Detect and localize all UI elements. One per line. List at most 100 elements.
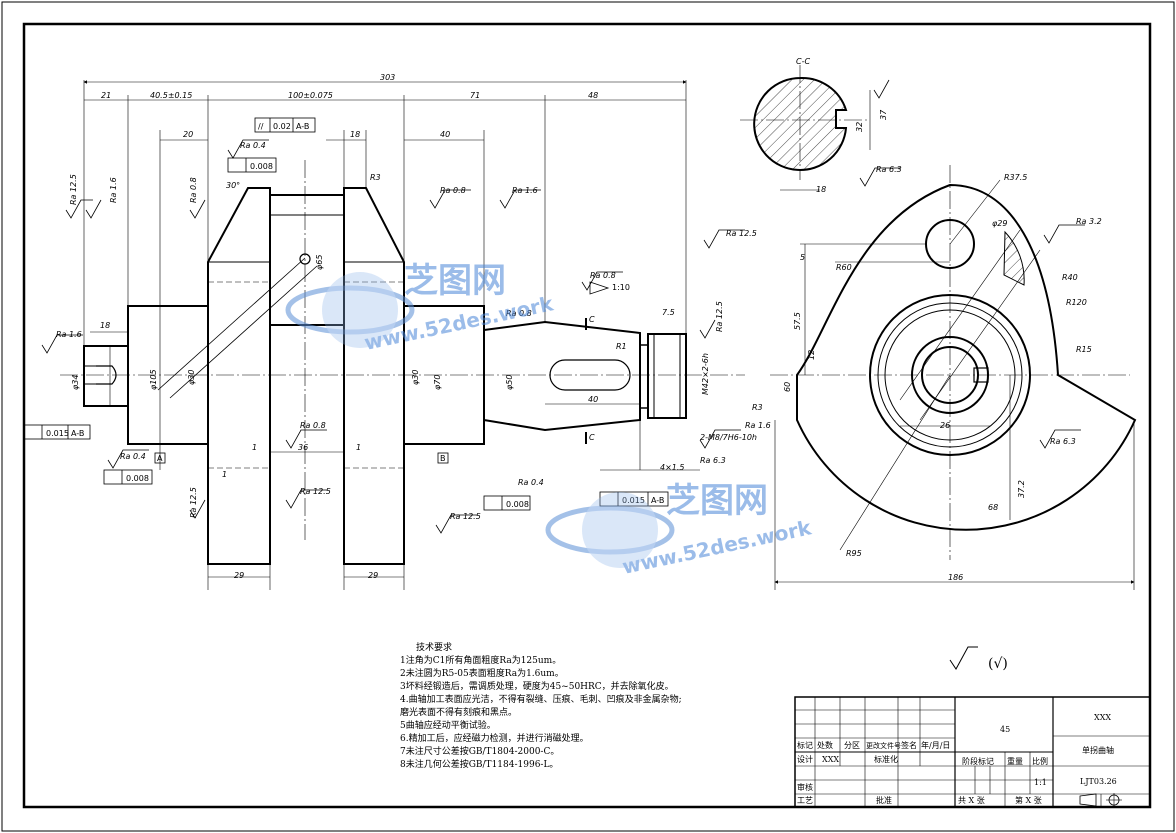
tech-line-7: 7未注尺寸公差按GB/T1804-2000-C。 (400, 745, 559, 757)
section-cc-37: 37 (879, 109, 888, 120)
section-cc-view (740, 65, 901, 191)
dim-r3: R3 (370, 173, 381, 182)
journal-ring-outer (869, 294, 1031, 456)
tb-stage-label: 阶段标记 (962, 756, 994, 766)
projection-cone-icon (1079, 793, 1097, 807)
ra-6-3-a: Ra 6.3 (700, 456, 726, 465)
title-block (794, 696, 1151, 808)
dim-1c: 1 (222, 470, 227, 479)
dim-r3b: R3 (752, 403, 763, 412)
side-r40: R40 (1062, 273, 1078, 282)
section-cc-32: 32 (855, 122, 864, 132)
section-cc-18: 18 (816, 185, 826, 194)
dim-thread: M42×2-6h (701, 353, 710, 395)
tb-scale: 1:1 (1034, 778, 1047, 787)
tol-runout1-ref: A-B (71, 429, 84, 438)
tb-company: XXX (1094, 713, 1111, 722)
ra-0-8-d: Ra 0.8 (590, 271, 616, 280)
dim-48: 48 (588, 91, 598, 100)
watermark-1: 芝图网 www.52des.work (285, 261, 556, 355)
dim-18-top: 18 (350, 130, 360, 139)
roughness-labels: Ra 12.5 Ra 1.6 Ra 0.8 Ra 0.4 Ra 0.8 Ra 1… (56, 141, 771, 521)
side-overall: 186 (948, 573, 963, 582)
tb-sheet-no: 第 X 张 (1015, 795, 1042, 805)
watermark-globe-icon-2 (582, 492, 658, 568)
taper-ratio: 1:10 (612, 283, 630, 292)
side-r120: R120 (1066, 298, 1087, 307)
side-ra6-3: Ra 6.3 (1050, 437, 1076, 446)
ra-12-5-c: Ra 12.5 (450, 512, 481, 521)
left-shaft-end (83, 345, 129, 407)
dim-dia-70: φ70 (433, 375, 442, 390)
side-r15: R15 (1076, 345, 1092, 354)
dim-20: 20 (183, 130, 193, 139)
ra-1-6-a: Ra 1.6 (109, 177, 118, 203)
dim-36: 36 (298, 443, 308, 452)
ra-12-5-d: Ra 12.5 (189, 487, 198, 518)
watermark-swoosh-icon (285, 285, 415, 335)
ra-12-5-b: Ra 12.5 (300, 487, 331, 496)
ra-12-5-f: Ra 12.5 (715, 301, 724, 332)
dim-21: 21 (101, 91, 111, 100)
watermark-brand-1: 芝图网 (404, 261, 506, 301)
tol-runout1: 0.015 (46, 429, 69, 438)
dim-angle: 30° (226, 181, 240, 190)
ra-0-8-a: Ra 0.8 (189, 177, 198, 203)
ra-0-8-e: Ra 0.8 (506, 309, 532, 318)
dim-dia-30b: φ30 (411, 370, 420, 385)
dim-40-5: 40.5±0.15 (150, 91, 192, 100)
watermark-globe-icon (322, 272, 398, 348)
side-d26: 26 (940, 421, 950, 430)
tb-change-doc: 更改文件号 (866, 741, 901, 750)
roughness-general-icon (949, 646, 978, 670)
tech-line-4b: 磨光表面不得有刻痕和黑点。 (400, 706, 517, 718)
tb-sign: 签名 (901, 740, 917, 750)
ra-0-4-c: Ra 0.4 (518, 478, 544, 487)
tb-part-name: 单拐曲轴 (1082, 745, 1114, 755)
dim-29-left: 29 (234, 571, 244, 580)
watermark-2: 芝图网 www.52des.work (545, 481, 814, 579)
side-d37-2: 37.2 (1017, 480, 1026, 498)
drawing-frame (22, 22, 1152, 809)
tb-process: 工艺 (797, 796, 813, 805)
side-d60: 60 (783, 382, 792, 392)
tech-requirements: 技术要求 1注角为C1所有角面粗度Ra为125um。 2未注圆为R5-05表面粗… (400, 641, 682, 770)
tech-line-1: 1注角为C1所有角面粗度Ra为125um。 (400, 654, 561, 666)
ra-0-8-b: Ra 0.8 (440, 186, 466, 195)
section-mark-c1: C (589, 315, 595, 324)
ra-1-6-c: Ra 1.6 (56, 330, 82, 339)
tb-review: 审核 (797, 782, 813, 792)
threaded-end (647, 333, 687, 419)
tolerance-frames (23, 117, 669, 511)
datum-b: B (440, 454, 446, 463)
tol-parallel-sym: // (258, 122, 264, 131)
dim-thread2: 2-M8/7H6-10h (700, 433, 757, 442)
dim-dia-65: φ65 (315, 255, 324, 270)
web-outline (796, 183, 1137, 531)
tb-weight-label: 重量 (1007, 756, 1023, 766)
tb-total-sheets: 共 X 张 (958, 796, 985, 805)
dim-40: 40 (440, 130, 450, 139)
tol-cyl1: 0.008 (250, 162, 273, 171)
journal-ring-inner (921, 346, 979, 404)
ra-6-3-b: Ra 6.3 (876, 165, 902, 174)
dim-overall: 303 (380, 73, 395, 82)
side-r3-2: Ra 3.2 (1076, 217, 1102, 226)
roughness-symbols (41, 139, 745, 534)
watermark-brand-2: 芝图网 (666, 481, 768, 521)
ra-0-8-c: Ra 0.8 (300, 421, 326, 430)
side-d29: φ29 (992, 219, 1007, 228)
left-web (207, 187, 271, 565)
side-d5: 5 (800, 253, 805, 262)
dim-dia-50: φ50 (505, 375, 514, 390)
tb-material: 45 (1000, 725, 1010, 734)
tb-drawing-no: LJT03.26 (1080, 777, 1117, 786)
tb-zone: 分区 (844, 741, 860, 750)
tol-runout2-ref: A-B (651, 496, 664, 505)
dim-dia-left: φ34 (71, 375, 80, 390)
right-web (343, 187, 405, 565)
ra-12-5-e: Ra 12.5 (726, 229, 757, 238)
section-cc-label: C-C (796, 57, 810, 66)
